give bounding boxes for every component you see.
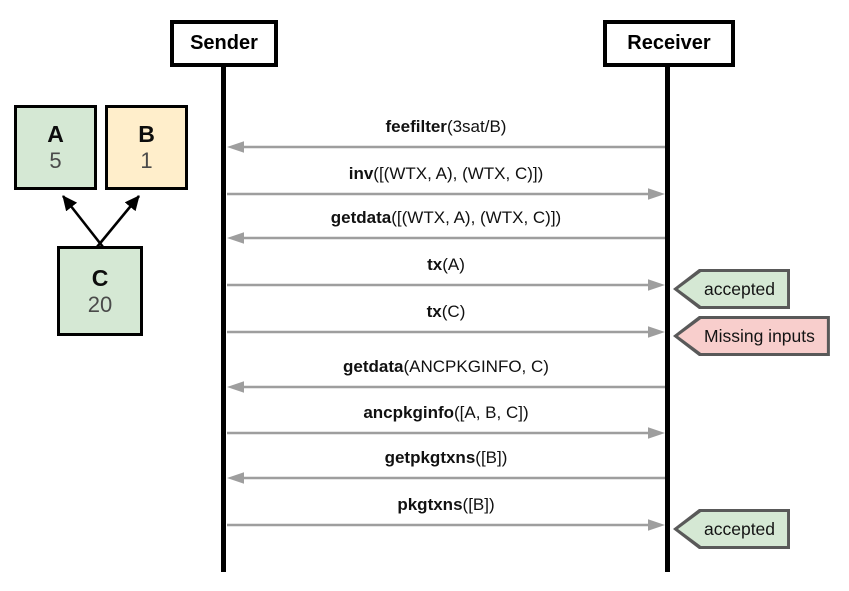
message-label: getdata(ANCPKGINFO, C) xyxy=(227,356,665,377)
message-arrowhead-left xyxy=(227,141,244,153)
annotation-text: accepted xyxy=(704,518,776,539)
message-args: ([(WTX, A), (WTX, C)]) xyxy=(391,208,562,227)
message-arrowhead-left xyxy=(227,472,244,484)
message-label: tx(A) xyxy=(227,254,665,275)
dag-node-b-label: B xyxy=(138,121,155,147)
message-fn: tx xyxy=(427,255,443,274)
dag-node-a-value: 5 xyxy=(49,148,62,173)
edge-c-to-a-arrow xyxy=(61,195,105,248)
annotation-tag-fill xyxy=(673,316,830,356)
message-fn: pkgtxns xyxy=(397,495,463,514)
dag-node-a-label: A xyxy=(47,121,64,147)
annotation-tag-success: accepted xyxy=(673,269,791,309)
dag-node-c-label: C xyxy=(91,264,109,291)
message-arrowhead-right xyxy=(648,427,665,439)
message-fn: getdata xyxy=(330,208,392,227)
message-fn: getdata xyxy=(343,357,404,376)
message-args: (ANCPKGINFO, C) xyxy=(403,357,549,376)
message-label: pkgtxns([B]) xyxy=(227,494,665,515)
message-label: feefilter(3sat/B) xyxy=(227,116,665,137)
sender-lifeline xyxy=(221,67,226,572)
dag-node-c-value: 20 xyxy=(87,291,113,317)
message-label: inv([(WTX, A), (WTX, C)]) xyxy=(227,163,665,184)
receiver-lifeline xyxy=(665,67,670,572)
message-arrowhead-right xyxy=(648,326,665,338)
message-label: getdata([(WTX, A), (WTX, C)]) xyxy=(227,207,665,228)
message-args: (3sat/B) xyxy=(446,117,507,136)
message-arrowhead-right xyxy=(648,519,665,531)
edge-c-to-b-arrow xyxy=(95,195,141,248)
dag-edges xyxy=(61,195,141,248)
message-arrowhead-left xyxy=(227,381,244,393)
message-label: getpkgtxns([B]) xyxy=(227,447,665,468)
participant-sender-box: Sender xyxy=(170,20,278,67)
message-args: (C) xyxy=(441,302,466,321)
annotation-tag-error: Missing inputs xyxy=(673,316,830,356)
message-args: ([A, B, C]) xyxy=(454,403,529,422)
message-fn: getpkgtxns xyxy=(384,448,476,467)
message-label: ancpkginfo([A, B, C]) xyxy=(227,402,665,423)
annotation-text: Missing inputs xyxy=(704,325,815,346)
annotation-text: accepted xyxy=(704,278,776,299)
message-args: (A) xyxy=(442,255,465,274)
dag-node-c: C 20 xyxy=(57,246,143,336)
message-fn: tx xyxy=(426,302,442,321)
message-args: ([B]) xyxy=(462,495,495,514)
message-fn: inv xyxy=(348,164,374,183)
dag-node-b-value: 1 xyxy=(140,148,153,173)
participant-receiver-box: Receiver xyxy=(603,20,735,67)
message-label: tx(C) xyxy=(227,301,665,322)
message-args: ([(WTX, A), (WTX, C)]) xyxy=(373,164,544,183)
dag-node-a: A 5 xyxy=(14,105,97,190)
message-arrowhead-right xyxy=(648,279,665,291)
message-arrowhead-left xyxy=(227,232,244,244)
dag-node-b: B 1 xyxy=(105,105,188,190)
message-arrowhead-right xyxy=(648,188,665,200)
message-fn: ancpkginfo xyxy=(363,403,455,422)
annotation-tag-success: accepted xyxy=(673,509,791,549)
message-fn: feefilter xyxy=(385,117,447,136)
message-args: ([B]) xyxy=(475,448,508,467)
